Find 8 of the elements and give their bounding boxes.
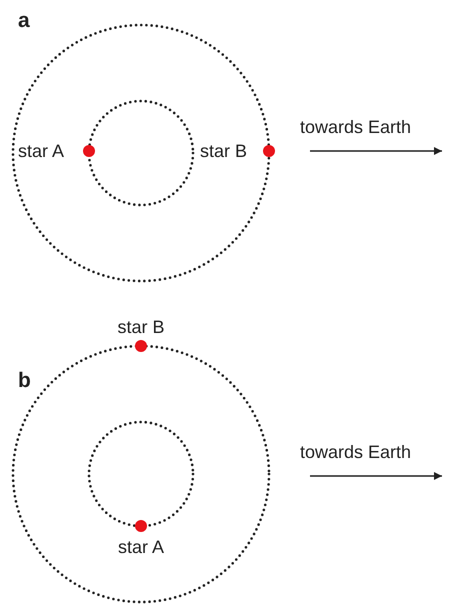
text-label: star A: [118, 538, 164, 556]
text-label: towards Earth: [300, 118, 412, 136]
text-label: star A: [18, 142, 64, 160]
text-label: star B: [200, 142, 248, 160]
panel-label: a: [18, 10, 30, 31]
panel-label: b: [18, 370, 31, 391]
text-label: towards Earth: [300, 443, 412, 461]
text-label: star B: [118, 318, 164, 336]
